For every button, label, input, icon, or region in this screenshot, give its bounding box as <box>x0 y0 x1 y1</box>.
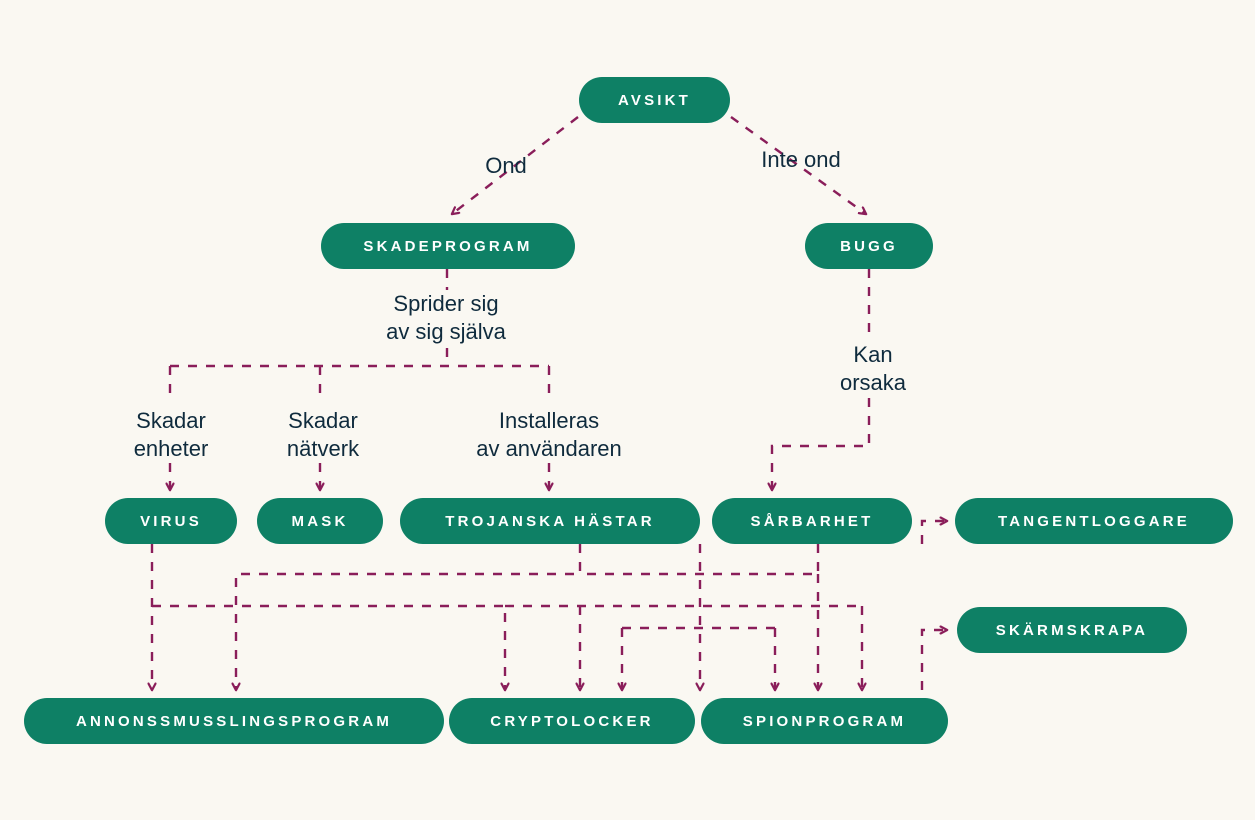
edge-avsikt-skadeprogram <box>452 116 579 214</box>
node-mask[interactable]: MASK <box>257 498 383 544</box>
edge-label-kan-orsaka: Kan orsaka <box>839 342 907 395</box>
edge-label-installeras: Installeras av användaren <box>476 408 622 461</box>
node-annonssmusslingsprogram[interactable]: ANNONSSMUSSLINGSPROGRAM <box>24 698 444 744</box>
node-sarbarhet[interactable]: SÅRBARHET <box>712 498 912 544</box>
edge-label-ond: Ond <box>485 153 527 178</box>
node-skadeprogram[interactable]: SKADEPROGRAM <box>321 223 575 269</box>
edge-label-skadar-natverk: Skadar nätverk <box>286 408 360 461</box>
edge-sarbarhet-tangentloggare <box>920 521 947 544</box>
node-tangentloggare[interactable]: TANGENTLOGGARE <box>955 498 1233 544</box>
node-virus[interactable]: VIRUS <box>105 498 237 544</box>
edge-virus-cryptolocker <box>152 604 505 690</box>
edge-sarbarhet-skarmskrapa <box>920 630 947 690</box>
node-bugg[interactable]: BUGG <box>805 223 933 269</box>
edge-bugg-sarbarhet <box>772 398 871 490</box>
node-avsikt[interactable]: AVSIKT <box>579 77 730 123</box>
edge-label-sprider-sig: Sprider sig av sig själva <box>386 291 506 344</box>
node-trojanska-hastar[interactable]: TROJANSKA HÄSTAR <box>400 498 700 544</box>
edge-trojanska-annons <box>236 544 582 690</box>
node-cryptolocker[interactable]: CRYPTOLOCKER <box>449 698 695 744</box>
edge-label-skadar-enheter: Skadar enheter <box>133 408 209 461</box>
node-skarmskrapa[interactable]: SKÄRMSKRAPA <box>957 607 1187 653</box>
node-spionprogram[interactable]: SPIONPROGRAM <box>701 698 948 744</box>
edge-sarbarhet-cryptolocker <box>580 544 820 576</box>
edge-label-inte-ond: Inte ond <box>761 147 841 172</box>
